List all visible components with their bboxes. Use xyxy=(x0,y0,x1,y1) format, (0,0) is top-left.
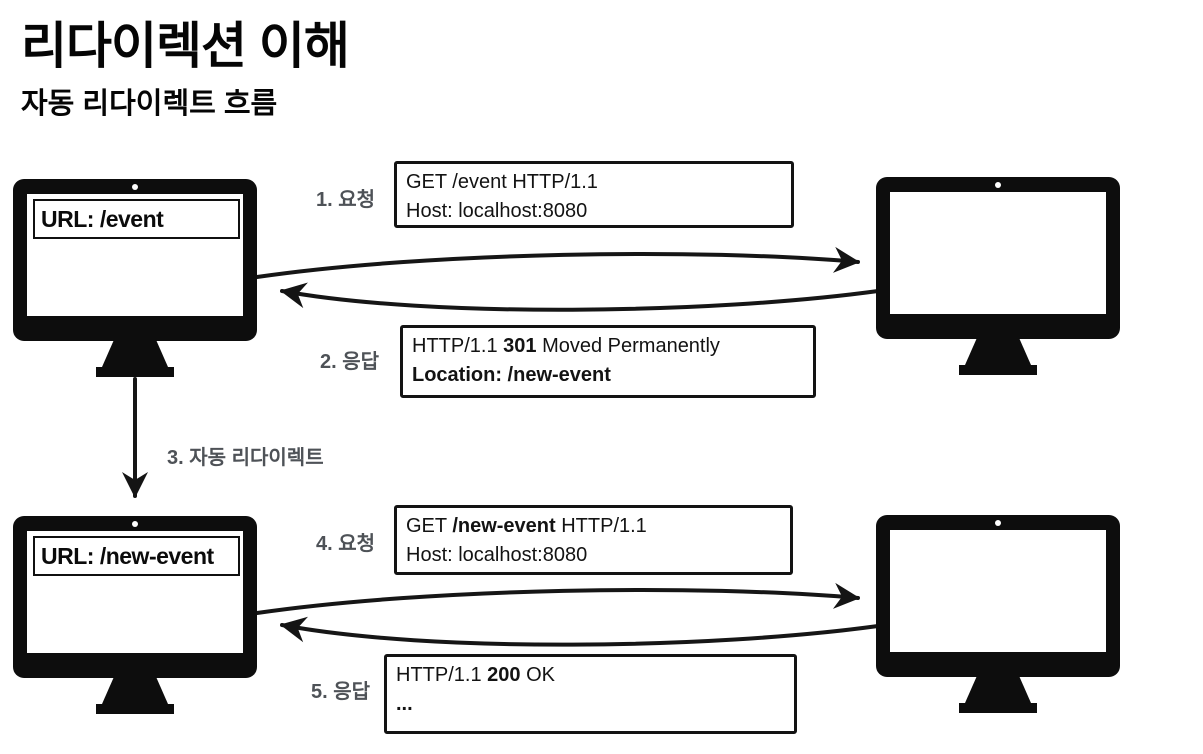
client-monitor-top-icon: URL: /event xyxy=(13,179,257,377)
response1-message-box: HTTP/1.1 301 Moved Permanently Location:… xyxy=(400,325,816,398)
step4-label: 4. 요청 xyxy=(316,533,376,555)
request2-line2: Host: localhost:8080 xyxy=(406,544,588,566)
response2-line1-pre: HTTP/1.1 xyxy=(396,664,488,686)
monitor-base xyxy=(959,365,1037,375)
request1-arrow-icon xyxy=(255,246,860,279)
monitor-screen xyxy=(890,530,1106,652)
server-monitor-bottom-icon xyxy=(876,515,1120,713)
request-host-line: Host: localhost:8080 xyxy=(406,541,781,570)
monitor-base xyxy=(96,704,174,714)
status-line: HTTP/1.1 301 Moved Permanently xyxy=(412,332,804,361)
request1-message-box: GET /event HTTP/1.1 Host: localhost:8080 xyxy=(394,161,794,228)
step1-label: 1. 요청 xyxy=(316,189,376,211)
request2-arrow-icon xyxy=(255,582,860,615)
camera-dot-icon xyxy=(132,521,138,527)
monitor-stand xyxy=(965,338,1031,365)
monitor-stand xyxy=(102,677,168,704)
monitor-stand xyxy=(102,340,168,367)
url-text: URL: /new-event xyxy=(41,542,214,569)
response1-line1-pre: HTTP/1.1 xyxy=(412,335,504,357)
request-host-line: Host: localhost:8080 xyxy=(406,197,782,226)
url-text: URL: /event xyxy=(41,205,164,232)
response2-arrow-icon xyxy=(280,616,880,647)
request-line: GET /new-event HTTP/1.1 xyxy=(406,512,781,541)
status-line: HTTP/1.1 200 OK xyxy=(396,661,785,690)
step3-label: 3. 자동 리다이렉트 xyxy=(167,447,324,469)
client-monitor-bottom-icon: URL: /new-event xyxy=(13,516,257,714)
response2-status-code: 200 xyxy=(487,664,521,686)
request1-line1: GET /event HTTP/1.1 xyxy=(406,171,598,193)
monitor-screen: URL: /new-event xyxy=(27,531,243,653)
monitor-base xyxy=(96,367,174,377)
request-line: GET /event HTTP/1.1 xyxy=(406,168,782,197)
response1-line2: Location: /new-event xyxy=(412,364,611,386)
response1-status-code: 301 xyxy=(503,335,537,357)
request2-message-box: GET /new-event HTTP/1.1 Host: localhost:… xyxy=(394,505,793,575)
location-header-line: Location: /new-event xyxy=(412,361,804,390)
page-subtitle: 자동 리다이렉트 흐름 xyxy=(21,88,278,120)
monitor-stand xyxy=(965,676,1031,703)
request1-line2: Host: localhost:8080 xyxy=(406,200,588,222)
request2-line1-post: HTTP/1.1 xyxy=(555,515,647,537)
step5-label: 5. 응답 xyxy=(311,681,371,703)
url-bar: URL: /event xyxy=(33,199,240,239)
monitor-screen: URL: /event xyxy=(27,194,243,316)
monitor-base xyxy=(959,703,1037,713)
response2-message-box: HTTP/1.1 200 OK ... xyxy=(384,654,797,734)
server-monitor-top-icon xyxy=(876,177,1120,375)
body-ellipsis-line: ... xyxy=(396,690,785,719)
response2-line2: ... xyxy=(396,693,413,715)
page-title: 리다이렉션 이해 xyxy=(21,18,350,74)
camera-dot-icon xyxy=(995,520,1001,526)
step2-label: 2. 응답 xyxy=(320,351,380,373)
camera-dot-icon xyxy=(995,182,1001,188)
request2-line1-pre: GET xyxy=(406,515,453,537)
url-bar: URL: /new-event xyxy=(33,536,240,576)
response1-line1-post: Moved Permanently xyxy=(536,335,720,357)
request2-path: /new-event xyxy=(452,515,556,537)
camera-dot-icon xyxy=(132,184,138,190)
response2-line1-post: OK xyxy=(520,664,555,686)
monitor-screen xyxy=(890,192,1106,314)
response1-arrow-icon xyxy=(280,282,880,312)
